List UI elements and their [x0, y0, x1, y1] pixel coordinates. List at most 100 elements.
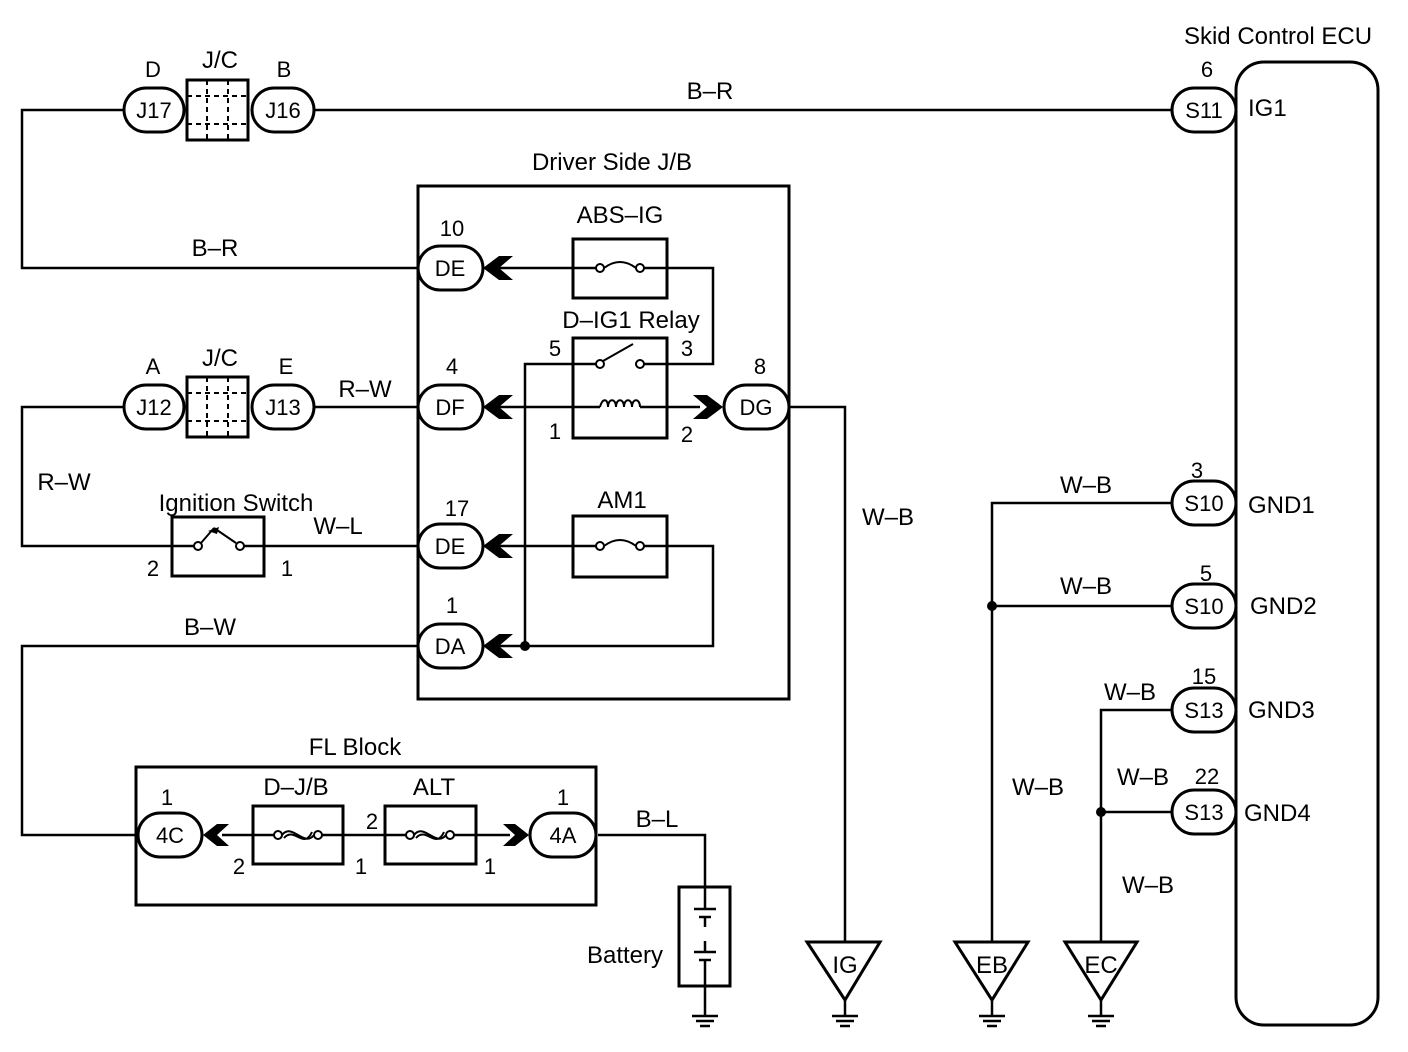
svg-text:DE: DE [435, 256, 466, 281]
pin-j16: B [277, 57, 292, 82]
splice-ec [1096, 807, 1106, 817]
jc-mid-label: J/C [202, 345, 238, 372]
svg-text:DG: DG [740, 395, 773, 420]
arrow-4c [203, 824, 229, 846]
pin-da: 1 [446, 593, 458, 618]
pin-s13-gnd3: 15 [1192, 664, 1216, 689]
pin-relay-3: 3 [681, 336, 693, 361]
pin-j17: D [145, 57, 161, 82]
wire-label-wb-gnd1: W–B [1060, 472, 1112, 499]
fl-block-title: FL Block [309, 734, 402, 761]
connector-de-17: DE [416, 522, 485, 570]
pin-j13: E [279, 354, 294, 379]
jc-top-label: J/C [202, 47, 238, 74]
relay-label: D–IG1 Relay [562, 307, 699, 334]
ground-ec-label: EC [1084, 952, 1117, 979]
pin-4c: 1 [161, 785, 173, 810]
connector-s13-gnd3: S13 [1170, 686, 1238, 734]
arrow-de10 [483, 256, 513, 280]
ground-ig-label: IG [832, 952, 857, 979]
pin-ign-2: 2 [147, 556, 159, 581]
ecu-title: Skid Control ECU [1184, 23, 1372, 50]
pin-de10: 10 [440, 216, 464, 241]
pin-djb-2: 2 [233, 854, 245, 879]
svg-text:J16: J16 [265, 98, 300, 123]
jc-top [185, 78, 250, 142]
fuse-djb-label: D–J/B [263, 774, 328, 801]
connector-j12: J12 [122, 383, 186, 431]
svg-text:S10: S10 [1184, 594, 1223, 619]
wire-label-rw-left: R–W [37, 469, 91, 496]
wires [20, 108, 1172, 942]
pin-djb-1: 1 [355, 854, 367, 879]
pin-s13-gnd4: 22 [1195, 764, 1219, 789]
connector-j13: J13 [250, 383, 316, 431]
svg-text:J17: J17 [136, 98, 171, 123]
pin-relay-1: 1 [549, 419, 561, 444]
arrow-de17 [483, 534, 513, 558]
pin-j12: A [146, 354, 161, 379]
wire-am1-in [525, 544, 715, 648]
svg-text:J12: J12 [136, 395, 171, 420]
connector-j17: J17 [122, 86, 186, 134]
pin-relay-5: 5 [549, 336, 561, 361]
pin-s10-gnd2: 5 [1200, 561, 1212, 586]
ecu-gnd3-label: GND3 [1248, 697, 1315, 724]
wire-relay5 [495, 362, 573, 648]
battery-symbol [677, 885, 732, 1028]
svg-text:4C: 4C [156, 823, 184, 848]
ecu-gnd4-label: GND4 [1244, 800, 1311, 827]
connector-s11: S11 [1170, 86, 1238, 134]
arrow-4a [503, 824, 529, 846]
wire-label-wb-ig: W–B [862, 504, 914, 531]
svg-text:S13: S13 [1184, 698, 1223, 723]
pin-s10-gnd1: 3 [1191, 458, 1203, 483]
fuse-abs-ig [571, 237, 669, 300]
arrow-dg [693, 395, 723, 419]
splice-eb [987, 601, 997, 611]
fuse-djb [251, 804, 345, 866]
wire-label-bl: B–L [636, 806, 679, 833]
wire-j17-loop [20, 108, 418, 270]
wire-j12-loop [20, 405, 172, 548]
svg-text:S10: S10 [1184, 491, 1223, 516]
wire-bl [598, 833, 707, 887]
ecu-ig1-label: IG1 [1248, 95, 1287, 122]
wire-gnd1 [990, 501, 1172, 942]
wire-abs-relay [667, 266, 715, 366]
wire-gnd3 [1099, 708, 1172, 942]
svg-text:DF: DF [435, 395, 464, 420]
connector-dg: DG [722, 383, 791, 431]
jc-mid [185, 375, 250, 439]
wire-label-wb-ec: W–B [1122, 872, 1174, 899]
connector-da: DA [416, 622, 485, 670]
ground-ec-symbol [1062, 940, 1140, 1028]
jb-title: Driver Side J/B [532, 149, 692, 176]
pin-4a: 1 [557, 785, 569, 810]
ecu-box [1234, 60, 1380, 1027]
wire-label-wl: W–L [313, 513, 362, 540]
battery-label: Battery [587, 942, 663, 969]
svg-text:S11: S11 [1185, 98, 1223, 123]
connector-df: DF [416, 383, 485, 431]
connector-de-10: DE [416, 244, 485, 292]
connector-s13-gnd4: S13 [1170, 788, 1238, 836]
fuse-abs-ig-label: ABS–IG [577, 202, 664, 229]
pin-ign-1: 1 [281, 556, 293, 581]
pin-alt-1: 1 [484, 854, 496, 879]
fuse-am1 [571, 514, 669, 579]
ecu-gnd2-label: GND2 [1250, 593, 1317, 620]
connector-4a: 4A [528, 811, 598, 859]
ecu-gnd1-label: GND1 [1248, 492, 1315, 519]
connector-j16: J16 [250, 86, 316, 134]
relay-d-ig1 [571, 336, 669, 440]
wire-label-rw-mid: R–W [338, 376, 392, 403]
connector-4c: 4C [136, 811, 204, 859]
ground-eb-label: EB [976, 952, 1008, 979]
svg-text:S13: S13 [1184, 800, 1223, 825]
ignition-switch-label: Ignition Switch [159, 490, 314, 517]
wire-label-wb-gnd4: W–B [1117, 764, 1169, 791]
wire-label-wb-eb: W–B [1012, 774, 1064, 801]
wire-label-wb-gnd3: W–B [1104, 679, 1156, 706]
